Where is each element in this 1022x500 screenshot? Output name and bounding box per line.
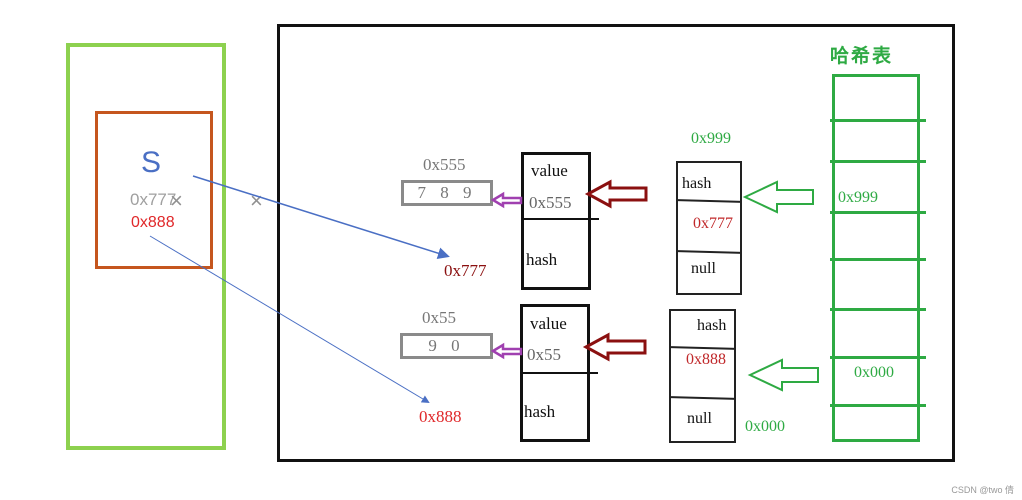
hash-table-slot-divider [830, 308, 926, 311]
entry-value-label-1: value [531, 161, 568, 180]
char-array-values-1: 7 8 9 [417, 183, 477, 202]
node-ref-1: 0x777 [693, 215, 733, 232]
string-object-address-1: 0x777 [444, 261, 487, 280]
node-address-2: 0x000 [745, 418, 785, 435]
node-ref-2: 0x888 [686, 351, 726, 368]
hash-table-slot-divider [830, 404, 926, 407]
hash-table-slot-divider [830, 258, 926, 261]
entry-hash-label-2: hash [524, 402, 556, 421]
string-variable-box [95, 111, 213, 269]
char-array-arrow-1 [490, 191, 523, 209]
hash-table-slot-divider [830, 119, 926, 122]
hash-table-title: 哈希表 [830, 46, 894, 67]
char-array-arrow-2 [490, 342, 523, 360]
hash-table-slot-divider [830, 356, 926, 359]
node-hash-label-1: hash [682, 175, 712, 192]
entry-hash-label-1: hash [526, 250, 558, 269]
string-object-1 [521, 152, 599, 290]
entry-value-ref-1: 0x555 [529, 193, 572, 212]
table-node-arrow-1 [742, 180, 814, 214]
char-array-box-1: 7 8 9 [401, 180, 493, 206]
entry-divider-2 [520, 372, 598, 374]
variable-name: S [141, 146, 162, 179]
char-array-address-2: 0x55 [422, 308, 456, 327]
node-address-1: 0x999 [691, 130, 731, 147]
hash-table-slot-ref-1: 0x999 [838, 189, 878, 206]
pointer-line-2 [149, 235, 430, 404]
table-node-arrow-2 [747, 358, 819, 392]
pointer-line-1 [192, 175, 450, 260]
entry-divider-1 [521, 218, 599, 220]
stack-frame [66, 43, 226, 450]
string-object-address-2: 0x888 [419, 407, 462, 426]
char-array-values-2: 9 0 [428, 336, 465, 355]
entry-ref-arrow-1 [584, 179, 648, 209]
char-array-address-1: 0x555 [423, 155, 466, 174]
hash-table-slot-ref-2: 0x000 [854, 364, 894, 381]
node-hash-label-2: hash [697, 317, 727, 334]
hash-node-2 [669, 309, 737, 443]
node-next-label-1: null [691, 260, 716, 277]
variable-new-address: 0x888 [131, 214, 175, 231]
string-object-2 [520, 304, 598, 442]
char-array-box-2: 9 0 [400, 333, 493, 359]
variable-old-address: 0x777 [130, 190, 177, 209]
heap-frame [277, 24, 955, 462]
hash-table-slot-divider [830, 211, 926, 214]
watermark: CSDN @two 倩 [951, 485, 1014, 495]
entry-ref-arrow-2 [582, 332, 647, 362]
hash-table-slot-divider [830, 160, 926, 163]
node-next-label-2: null [687, 410, 712, 427]
cross-mark-icon: × [170, 188, 183, 213]
entry-value-label-2: value [530, 314, 567, 333]
hash-node-1 [676, 161, 743, 295]
entry-value-ref-2: 0x55 [527, 345, 561, 364]
